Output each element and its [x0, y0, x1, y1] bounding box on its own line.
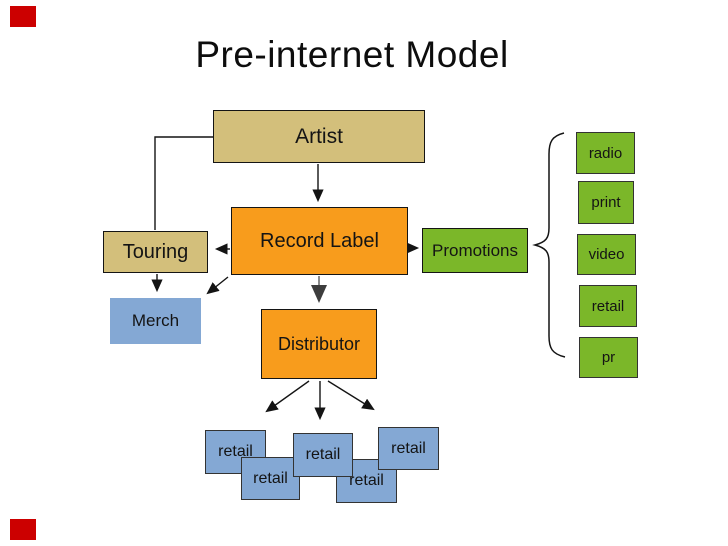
channel-retail-label: retail [591, 297, 625, 315]
node-distributor-label: Distributor [277, 333, 361, 354]
retail-outlet-1-label: retail [218, 443, 253, 460]
retail-outlet-2-label: retail [253, 469, 288, 487]
channel-retail: retail [579, 285, 637, 327]
retail-outlet-2: retail [241, 457, 300, 500]
node-touring: Touring [103, 231, 208, 273]
corner-accent-top-left [10, 6, 36, 27]
channel-print-label: print [591, 194, 621, 211]
node-record-label-label: Record Label [260, 229, 379, 252]
retail-outlet-3-label: retail [305, 446, 341, 463]
page-title: Pre-internet Model [195, 34, 509, 75]
node-promotions: Promotions [422, 228, 528, 273]
retail-outlet-5-label: retail [391, 439, 426, 457]
artist-touring-connector [154, 136, 213, 230]
recordlabel-merch-arrow [206, 276, 229, 295]
distributor-retail-left-arrow [265, 380, 310, 413]
node-artist: Artist [213, 110, 425, 163]
channel-print: print [578, 181, 634, 224]
node-record-label: Record Label [231, 207, 408, 275]
channel-video-label: video [588, 246, 625, 263]
retail-outlet-5: retail [378, 427, 439, 470]
node-artist-label: Artist [295, 124, 343, 148]
channel-pr-label: pr [601, 349, 616, 366]
retail-outlet-4-label: retail [349, 472, 384, 489]
node-distributor: Distributor [261, 309, 377, 379]
corner-accent-bottom-left [10, 519, 36, 540]
retail-outlet-4: retail [336, 459, 397, 503]
retail-outlet-3: retail [293, 433, 353, 477]
node-touring-label: Touring [122, 240, 189, 263]
channel-radio-label: radio [588, 144, 623, 162]
channel-pr: pr [579, 337, 638, 378]
channel-radio: radio [576, 132, 635, 174]
node-merch-label: Merch [131, 311, 180, 330]
channel-video: video [577, 234, 636, 275]
node-merch: Merch [110, 298, 201, 344]
node-promotions-label: Promotions [432, 240, 518, 260]
distributor-retail-right-arrow [327, 380, 375, 411]
promotions-channels-brace [532, 132, 566, 358]
